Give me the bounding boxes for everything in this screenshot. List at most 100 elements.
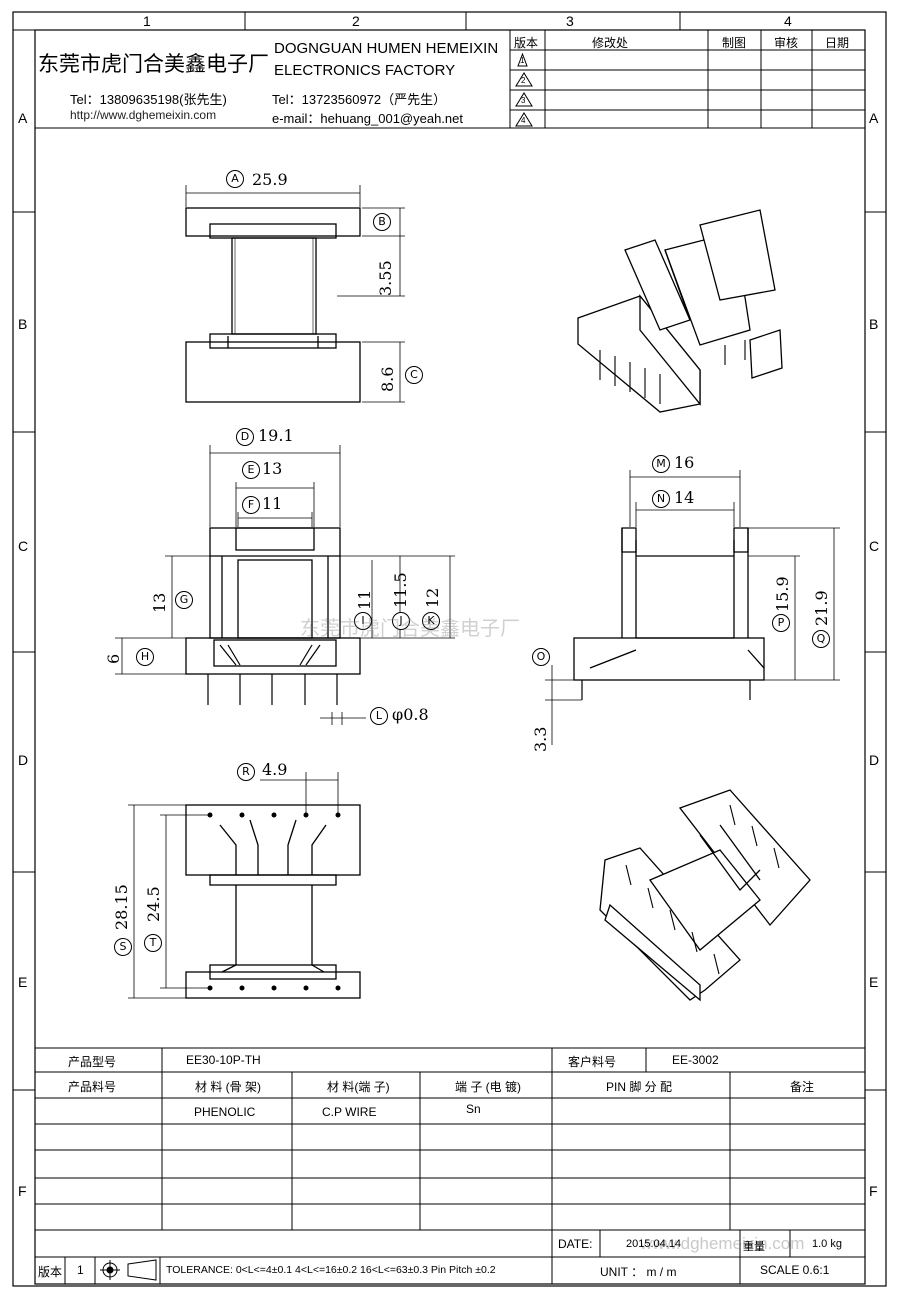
top-view <box>185 527 361 675</box>
front-view <box>185 207 361 403</box>
col-marker-2: 2 <box>352 13 360 29</box>
row-marker-a-left: A <box>18 110 28 126</box>
dim-value-o: 3.3 <box>531 726 550 752</box>
row-marker-c-left: C <box>18 538 29 554</box>
rev-col-date: 日期 <box>825 36 850 50</box>
iso-view-top <box>577 209 783 413</box>
dim-bubble-k: K <box>422 612 440 630</box>
customer-no-value: EE-3002 <box>672 1053 719 1067</box>
col-marker-3: 3 <box>566 13 574 29</box>
weight-label: 重量 <box>743 1241 765 1253</box>
iso-view-bottom <box>599 789 811 1002</box>
dim-bubble-i: I <box>354 612 372 630</box>
row-marker-e-right: E <box>869 974 879 990</box>
date-value: 2015.04.14 <box>626 1238 682 1250</box>
dim-value-i: 11 <box>355 589 374 610</box>
row-marker-d-right: D <box>869 752 880 768</box>
remark-label: 备注 <box>790 1080 815 1094</box>
dim-bubble-q: Q <box>812 630 830 648</box>
rev-col-version: 版本 <box>514 36 539 50</box>
dim-bubble-g: G <box>175 591 193 609</box>
dim-bubble-s: S <box>114 938 132 956</box>
dim-value-p: 15.9 <box>773 576 792 612</box>
date-label: DATE: <box>558 1237 593 1251</box>
dim-value-m: 16 <box>674 453 695 472</box>
material-bobbin-value: PHENOLIC <box>194 1105 256 1119</box>
dim-value-f: 11 <box>262 494 283 513</box>
row-marker-f-right: F <box>869 1183 878 1199</box>
material-bobbin-label: 材 料 (骨 架) <box>195 1080 261 1094</box>
col-marker-4: 4 <box>784 13 792 29</box>
dim-value-r: 4.9 <box>262 760 288 779</box>
side-view <box>573 527 765 681</box>
row-marker-f-left: F <box>18 1183 27 1199</box>
bottom-view <box>185 804 361 999</box>
outer-border <box>12 11 887 1287</box>
material-pin-value: C.P WIRE <box>322 1105 377 1119</box>
row-marker-c-right: C <box>869 538 880 554</box>
company-name-cn: 东莞市虎门合美鑫电子厂 <box>38 53 269 76</box>
pin-plating-label: 端 子 (电 镀) <box>455 1080 521 1094</box>
version-value: 1 <box>77 1263 84 1277</box>
website-link[interactable]: http://www.dghemeixin.com <box>70 108 217 122</box>
row-marker-b-right: B <box>869 316 879 332</box>
dim-bubble-e: E <box>242 461 260 479</box>
dim-value-c: 8.6 <box>378 366 397 392</box>
contact-tel-2: Tel：13723560972（严先生） <box>272 92 447 107</box>
dim-value-g: 13 <box>150 592 169 613</box>
dim-bubble-h: H <box>136 648 154 666</box>
tolerance-note: TOLERANCE: 0<L<=4±0.1 4<L<=16±0.2 16<L<=… <box>166 1264 496 1276</box>
unit-label: UNIT ： m / m <box>600 1265 677 1279</box>
rev-col-checked: 审核 <box>774 36 799 50</box>
inner-border <box>34 29 866 1285</box>
rev-number-2: 2 <box>521 76 526 85</box>
dim-bubble-f: F <box>242 496 260 514</box>
row-marker-a-right: A <box>869 110 879 126</box>
weight-value: 1.0 kg <box>812 1238 842 1250</box>
dim-value-k: 12 <box>423 587 442 608</box>
model-value: EE30-10P-TH <box>186 1053 261 1067</box>
dim-value-e: 13 <box>262 459 283 478</box>
dim-value-q: 21.9 <box>812 590 831 626</box>
rev-number-3: 3 <box>521 96 526 105</box>
dim-bubble-b: B <box>373 213 391 231</box>
col-marker-1: 1 <box>143 13 151 29</box>
company-name-en-1: DOGNGUAN HUMEN HEMEIXIN <box>274 40 499 57</box>
rev-number-1: 1 <box>520 56 525 65</box>
contact-tel-1: Tel：13809635198(张先生) <box>70 92 227 107</box>
scale-label: SCALE 0.6:1 <box>760 1263 830 1277</box>
rev-col-drawn: 制图 <box>722 36 747 50</box>
dim-bubble-p: P <box>772 614 790 632</box>
dim-bubble-n: N <box>652 490 670 508</box>
dim-bubble-a: A <box>226 170 244 188</box>
contact-email[interactable]: e-mail：hehuang_001@yeah.net <box>272 111 463 126</box>
rev-number-4: 4 <box>521 116 526 125</box>
dim-value-d: 19.1 <box>258 426 294 445</box>
rev-col-change: 修改处 <box>592 36 629 50</box>
dim-bubble-d: D <box>236 428 254 446</box>
dim-value-t: 24.5 <box>144 886 163 922</box>
watermark-url: www.dghemeixin.com <box>640 1234 805 1253</box>
revision-triangles <box>515 52 533 127</box>
dim-bubble-t: T <box>144 934 162 952</box>
dim-bubble-c: C <box>405 366 423 384</box>
row-marker-d-left: D <box>18 752 29 768</box>
watermark: 东莞市虎门合美鑫电子厂 <box>300 618 520 640</box>
customer-no-label: 客户料号 <box>568 1055 617 1069</box>
row-marker-e-left: E <box>18 974 28 990</box>
dim-bubble-j: J <box>392 612 410 630</box>
dim-bubble-o: O <box>532 648 550 666</box>
model-label: 产品型号 <box>68 1055 117 1069</box>
dim-value-n: 14 <box>674 488 695 507</box>
pin-assign-label: PIN 脚 分 配 <box>606 1080 673 1094</box>
dim-bubble-m: M <box>652 455 670 473</box>
dim-value-j: 11.5 <box>391 572 410 608</box>
dim-value-b: 3.55 <box>376 260 395 296</box>
dim-value-s: 28.15 <box>112 884 131 930</box>
company-name-en-2: ELECTRONICS FACTORY <box>274 62 456 79</box>
row-marker-b-left: B <box>18 316 28 332</box>
version-label: 版本 <box>38 1265 63 1279</box>
material-pin-label: 材 料(端 子) <box>327 1080 390 1094</box>
projection-symbol <box>100 1259 157 1281</box>
